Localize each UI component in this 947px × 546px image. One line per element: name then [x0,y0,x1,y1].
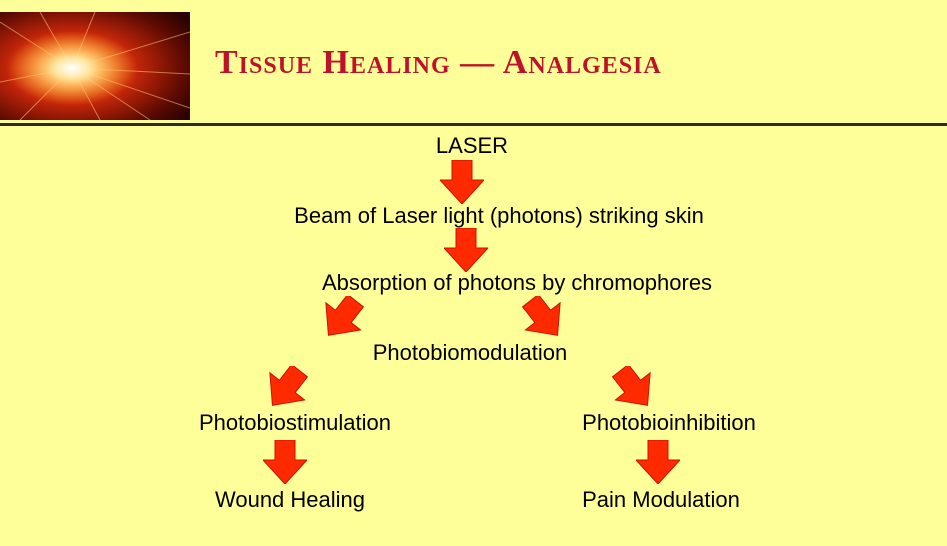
arrow-down-icon [444,228,488,272]
arrow-down-right-icon [522,296,566,340]
node-photobiomodulation: Photobiomodulation [373,340,567,366]
arrow-down-icon [636,440,680,484]
arrow-down-right-icon [612,366,656,410]
node-wound-healing: Wound Healing [215,487,365,513]
node-beam: Beam of Laser light (photons) striking s… [294,203,704,229]
node-absorption: Absorption of photons by chromophores [322,270,712,296]
laser-burst-image [0,12,190,120]
title-divider [0,123,947,126]
node-photobioinhibition: Photobioinhibition [582,410,756,436]
node-pain-modulation: Pain Modulation [582,487,740,513]
arrow-down-left-icon [264,366,308,410]
arrow-down-icon [263,440,307,484]
node-laser: LASER [436,133,508,159]
slide-title: Tissue Healing — Analgesia [215,44,662,82]
arrow-down-left-icon [320,296,364,340]
arrow-down-icon [440,160,484,204]
node-photobiostimulation: Photobiostimulation [199,410,391,436]
